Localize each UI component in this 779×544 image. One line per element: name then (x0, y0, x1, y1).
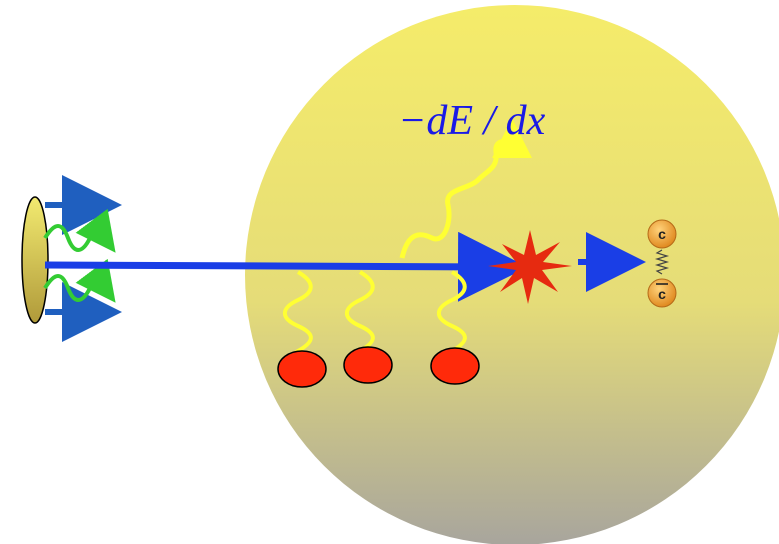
scattering-center-3 (430, 347, 480, 385)
green-wave-bottom (43, 258, 116, 303)
charm-quark-label: c (658, 226, 666, 242)
green-wave-top (43, 208, 116, 253)
radiated-gluon (399, 118, 532, 259)
anti-charm-quark-ball (647, 278, 677, 308)
charm-quark-ball (647, 219, 677, 249)
parton-beam (44, 231, 528, 302)
scattering-center-2 (343, 346, 393, 384)
anti-charm-quark-label: c (658, 286, 666, 302)
gluon-line-3 (436, 270, 467, 354)
energy-loss-label: −dE / dx (398, 98, 546, 144)
binding-spring-icon (654, 249, 670, 275)
gluon-line-2 (344, 270, 375, 354)
scattering-center-1 (277, 350, 327, 388)
source-disk (21, 196, 49, 324)
gluon-line-1 (282, 270, 313, 354)
hot-spot-star (488, 230, 572, 304)
medium-sphere (245, 5, 779, 544)
